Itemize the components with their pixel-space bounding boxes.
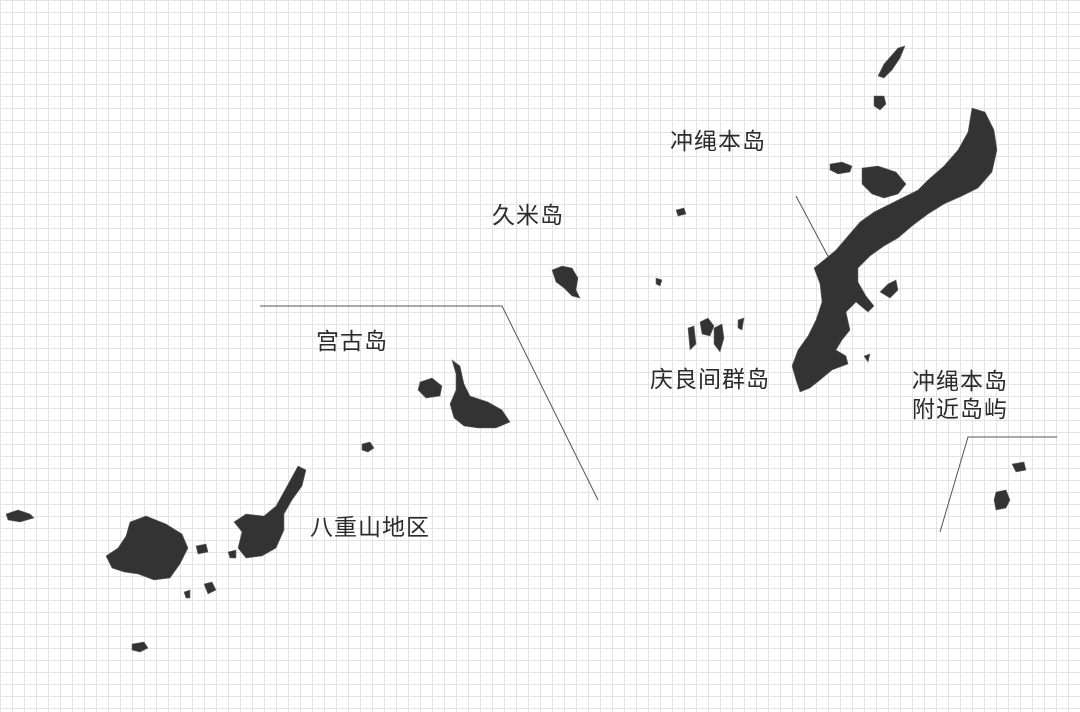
iheya-island	[877, 45, 906, 79]
yonaguni-island	[5, 509, 35, 523]
label-kume-island: 久米岛	[492, 203, 564, 229]
izena-island	[873, 95, 887, 111]
label-nearby-line-2: 附近岛屿	[912, 397, 1008, 423]
miyako-island	[449, 359, 511, 429]
kerama-island-1	[699, 317, 715, 337]
label-yaeyama-region: 八重山地区	[310, 515, 430, 541]
okinawa-main-island	[791, 107, 998, 393]
aguni-island	[675, 207, 687, 217]
ishigaki-island	[233, 465, 307, 559]
nearby-islands-divider	[939, 436, 1057, 533]
kudaka-island	[863, 353, 871, 363]
kerama-island-4	[737, 317, 745, 331]
kerama-island-2	[713, 323, 725, 353]
label-okinawa-main-island: 冲绳本岛	[670, 129, 766, 155]
kohama-island	[227, 549, 237, 559]
irabu-island	[417, 377, 443, 399]
okinawa-main-leader	[795, 195, 831, 261]
ie-island	[829, 161, 853, 175]
tsuken-island	[879, 279, 899, 299]
kuroshima-island	[203, 581, 217, 595]
okinawa-northwest-peninsula	[861, 165, 907, 199]
small-yaeyama-islet	[183, 589, 191, 599]
miyako-yaeyama-divider	[260, 305, 599, 501]
minami-daito-island	[993, 489, 1011, 511]
label-kerama-islands: 庆良间群岛	[650, 367, 770, 393]
label-nearby-islands: 冲绳本岛 附近岛屿	[912, 368, 1008, 424]
kita-daito-island	[1011, 461, 1027, 473]
kume-island	[551, 265, 581, 299]
kerama-island-3	[687, 325, 697, 351]
label-miyako-island: 宫古岛	[316, 329, 388, 355]
taketomi-island	[195, 543, 209, 555]
iriomote-island	[105, 515, 189, 581]
tonaki-island	[655, 277, 663, 287]
tarama-island	[361, 441, 375, 453]
hateruma-island	[131, 641, 149, 653]
label-nearby-line-1: 冲绳本岛	[912, 369, 1008, 395]
